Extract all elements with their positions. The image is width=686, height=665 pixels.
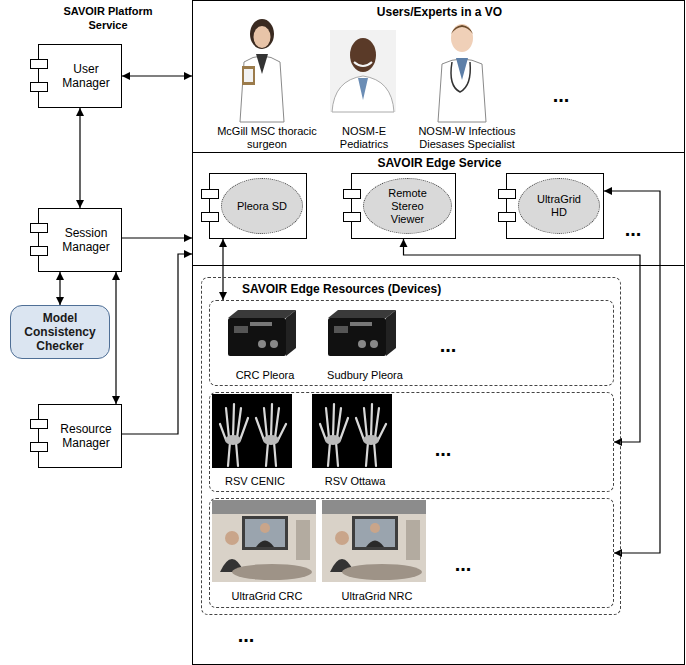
caption: UltraGrid CRC [215,590,319,603]
component-tab [201,189,219,199]
videoconference-photo [212,500,316,582]
service-component: UltraGrid HD [506,173,604,239]
ellipsis-mark: ... [423,439,463,459]
connector [115,272,116,404]
component-tab [343,212,361,222]
service-component: Remote Stereo Viewer [351,173,456,239]
edge-service-panel: SAVOIR Edge Service... Pleora SD Remote St… [192,152,685,266]
ellipsis-mark: ... [443,554,483,574]
service-label: Pleora SD [237,200,287,213]
caption: NOSM-W Infectious Diesases Specialist [397,125,537,151]
component-tab [498,189,516,199]
component-label: Model Consistency Checker [15,311,105,353]
ellipsis-mark: ... [541,85,581,105]
device-group: CRC Pleora Sudbury Pleora... [209,300,614,386]
component-tab [201,212,219,222]
connector [122,75,192,76]
connector [122,237,192,238]
component-tab [30,59,48,69]
connector [604,191,660,553]
component-label: Session Manager [51,226,121,254]
caption: RSV CENIC [215,475,295,488]
column-heading: SAVOIR Platform Service [56,4,160,32]
pleora-device [328,310,396,356]
connector [79,108,80,208]
connector [404,239,641,442]
component-label: User Manager [51,62,121,90]
connector [59,272,60,305]
panel-heading: Users/Experts in a VO [193,5,686,19]
caption: RSV Ottawa [315,475,395,488]
service-component: Pleora SD [209,173,307,239]
edge-resources-box: SAVOIR Edge Resources (Devices) CRC Pleor… [201,277,621,615]
ellipsis-mark: ... [226,625,266,645]
pleora-device [228,310,296,356]
users-panel: Users/Experts in a VO McGill MSC thoracic… [192,0,685,153]
component-box: Resource Manager [38,404,122,468]
component-tab [30,246,48,256]
component-tab [343,189,361,199]
person-figure [330,30,396,112]
xray-image [312,394,392,468]
caption: McGill MSC thoracic surgeon [197,125,337,151]
person-figure [240,19,284,122]
checker-box: Model Consistency Checker [10,305,110,359]
resources-section: ... SAVOIR Edge Resources (Devices) CRC Pl… [192,265,685,665]
caption: CRC Pleora [225,369,305,382]
component-label: Resource Manager [51,422,121,450]
device-group: UltraGrid CRC UltraGrid NRC... [209,498,614,608]
panel-heading: SAVOIR Edge Resources (Devices) [242,282,502,296]
ellipsis-mark: ... [613,219,653,239]
component-tab [30,419,48,429]
caption: Sudbury Pleora [320,369,410,382]
connector [122,254,192,434]
service-label: Remote Stereo Viewer [377,187,438,226]
device-group: RSV CENIC RSV Ottawa... [209,392,614,492]
service-ellipse: Remote Stereo Viewer [363,178,452,234]
panel-heading: SAVOIR Edge Service [193,156,686,170]
caption: NOSM-E Pediatrics [331,125,397,151]
connector [222,239,223,300]
component-tab [30,442,48,452]
xray-image [212,394,292,468]
service-label: UltraGrid HD [531,193,587,219]
component-tab [30,82,48,92]
caption: UltraGrid NRC [325,590,429,603]
component-box: Session Manager [38,208,122,272]
component-tab [30,223,48,233]
person-figure [438,24,486,122]
videoconference-photo [322,500,426,582]
service-ellipse: Pleora SD [221,178,303,234]
component-tab [498,212,516,222]
component-box: User Manager [38,44,122,108]
service-ellipse: UltraGrid HD [518,178,600,234]
ellipsis-mark: ... [428,335,468,355]
